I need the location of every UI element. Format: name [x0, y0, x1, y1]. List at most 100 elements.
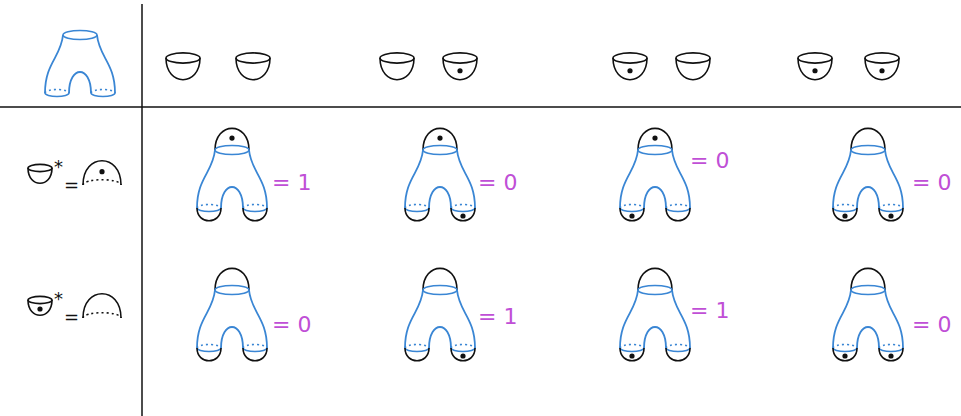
rim-front [451, 348, 475, 352]
dot [888, 213, 893, 218]
cap [83, 294, 121, 318]
dot [460, 353, 465, 358]
rim-back [405, 205, 429, 209]
cup-closing [197, 348, 221, 361]
composite-cobordism [833, 268, 903, 360]
table-rule [141, 4, 143, 416]
cup [236, 53, 270, 80]
cup [676, 53, 710, 80]
dot [627, 68, 632, 73]
composite-cobordism [405, 268, 475, 360]
dot [652, 136, 657, 141]
cup-closing [451, 208, 475, 221]
pants-surface [405, 150, 475, 208]
cup-pair [613, 53, 710, 80]
dot [842, 213, 847, 218]
dot [629, 353, 634, 358]
cup-closing [666, 348, 690, 361]
cup-pair [166, 53, 270, 80]
cup [28, 164, 52, 183]
rim-front [243, 348, 267, 352]
cup [865, 53, 899, 80]
rim-back [197, 345, 221, 349]
rim [215, 286, 249, 295]
bowl [380, 58, 414, 80]
table-rule [0, 106, 961, 108]
rim-front [833, 208, 857, 212]
rim-front [45, 93, 69, 97]
pants-surface [833, 290, 903, 348]
rim-back [451, 345, 475, 349]
rim-front [405, 208, 429, 212]
rim [613, 53, 647, 63]
cup [28, 296, 52, 315]
rim-back [91, 90, 115, 93]
rim-front [197, 348, 221, 352]
rim-back [83, 180, 121, 185]
cup-closing [405, 208, 429, 221]
bowl [798, 58, 832, 80]
value-label: = 0 [478, 172, 517, 194]
cup [443, 53, 477, 80]
dot [629, 213, 634, 218]
cup-closing [666, 208, 690, 221]
rim-back [45, 90, 69, 93]
rim [166, 53, 200, 63]
rim-front [243, 208, 267, 212]
rim-front [666, 208, 690, 212]
cup-closing [879, 348, 903, 361]
composite-cobordism [620, 268, 690, 360]
cup-closing [405, 348, 429, 361]
pants-cobordism [45, 31, 115, 97]
rim [63, 31, 97, 40]
rim [676, 53, 710, 63]
rim [638, 146, 672, 155]
cup [798, 53, 832, 80]
rim-back [83, 313, 121, 318]
cup-closing [879, 208, 903, 221]
bowl [613, 58, 647, 80]
cup-closing [243, 208, 267, 221]
cup-closing [620, 348, 644, 361]
rim-back [833, 205, 857, 209]
value-label: = 0 [912, 172, 951, 194]
header-symbol: = [64, 176, 79, 194]
cup-closing [833, 348, 857, 361]
header-symbol: = [64, 308, 79, 326]
composite-cobordism [197, 268, 267, 360]
rim-back [879, 345, 903, 349]
rim [28, 296, 52, 303]
dot [812, 68, 817, 73]
dot [888, 353, 893, 358]
rim-front [405, 348, 429, 352]
cup-pair [380, 53, 477, 80]
cup [380, 53, 414, 80]
dot [460, 213, 465, 218]
dome [83, 161, 121, 185]
rim [798, 53, 832, 63]
rim [851, 146, 885, 155]
rim [443, 53, 477, 63]
dot [842, 353, 847, 358]
pants-surface [620, 150, 690, 208]
value-label: = 1 [272, 172, 311, 194]
rim-front [879, 208, 903, 212]
rim-front [197, 208, 221, 212]
bowl [676, 58, 710, 80]
rim-front [620, 208, 644, 212]
composite-cobordism [620, 128, 690, 220]
rim-front [666, 348, 690, 352]
rim-back [620, 345, 644, 349]
pants-surface [45, 35, 115, 93]
rim-back [833, 345, 857, 349]
cup-closing [620, 208, 644, 221]
composite-cobordism [197, 128, 267, 220]
rim [215, 146, 249, 155]
rim-front [879, 348, 903, 352]
composite-cobordism [833, 128, 903, 220]
bowl [28, 300, 52, 315]
rim-front [451, 208, 475, 212]
rim-back [405, 345, 429, 349]
